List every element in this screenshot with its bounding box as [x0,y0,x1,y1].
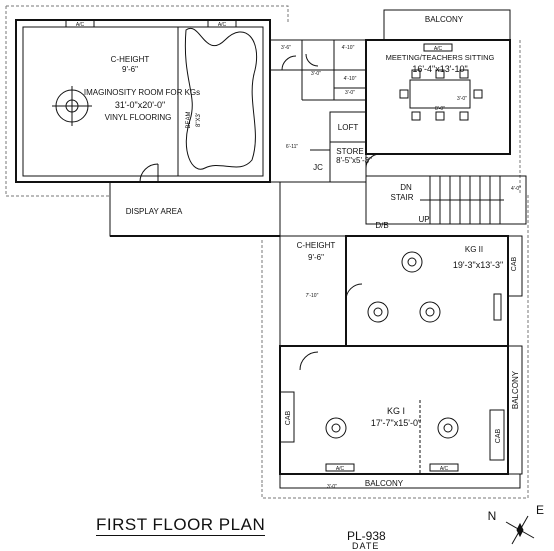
dim-5: 3'-0" [345,90,355,96]
db-label: D/B [375,221,388,230]
jc-label: JC [313,163,323,172]
chair-3 [459,69,469,79]
ac-unit-meeting [423,43,453,52]
dashed-site-boundary [5,5,529,499]
ac-unit-kg1-left [325,463,355,472]
chair-6 [459,111,469,121]
amoeba-partition [184,27,257,170]
chair-7 [399,89,409,99]
kg1-name: KG I [387,406,405,416]
beam-label: BEAM [186,111,192,128]
ac-label-4: A/C [336,466,345,472]
ac-unit-top-right [207,19,237,28]
imaginosity-name: IMAGINOSITY ROOM FOR KGs [84,88,200,97]
meeting-name: MEETING/TEACHERS SITTING [386,53,495,62]
stair-treads [420,176,504,224]
stair-up: UP [418,215,429,224]
kg1-tables [325,417,459,439]
imaginosity-room-inner [22,26,264,177]
plan-code-partial: DATE [352,541,380,551]
ac-unit-top-left [65,19,95,28]
kg1-cab-left [279,391,295,443]
dim-11: 3'-0" [327,484,337,490]
kg1-cab-right-label: CAB [495,428,502,443]
chair-2 [435,69,445,79]
display-area-label: DISPLAY AREA [126,207,183,216]
chair-1 [411,69,421,79]
balcony-top-label: BALCONY [425,15,464,24]
kg2-room-outline [345,235,509,347]
door-arc-wc [281,55,297,71]
balcony-top-outline [383,9,511,41]
ac-label-1: A/C [76,22,85,28]
corridor-height-value: 9'-6" [308,253,324,262]
kg2-name: KG II [465,245,483,254]
kg2-tables [367,251,441,323]
kg1-cab-left-label: CAB [285,410,292,425]
dim-10: 7'-10" [306,293,319,299]
ac-label-2: A/C [218,22,227,28]
beam-size: 8"X3' [196,113,202,127]
ac-label-5: A/C [440,466,449,472]
door-arc-imaginosity [139,163,159,183]
imaginosity-height-label: C-HEIGHT [111,55,150,64]
dim-6: 3'-0" [457,96,467,102]
imaginosity-height-value: 9'-6" [122,65,138,74]
ac-label-3: A/C [434,46,443,52]
imaginosity-size: 31'-0"x20'-0" [115,100,165,110]
loft-label: LOFT [338,123,359,132]
dim-2: 3'-0" [311,71,321,77]
corridor-height-label: C-HEIGHT [297,241,336,250]
balcony-bottom-label: BALCONY [365,479,404,488]
balcony-bottom-outline [279,473,521,489]
kg2-cab-label: CAB [511,256,518,271]
dim-9: 4'-0" [511,186,521,192]
door-arc-kg1 [299,351,319,371]
dim-4: 4'-10" [344,76,357,82]
imaginosity-flooring: VINYL FLOORING [105,113,172,122]
chair-8 [473,89,483,99]
dim-8: 6'-11" [286,144,299,150]
dim-3: 4'-10" [342,45,355,51]
balcony-right-label: BALCONY [511,370,520,409]
door-arc-wc2 [305,53,319,67]
ac-unit-kg2 [493,293,502,321]
kg2-cab [507,235,523,297]
store-size: 8'-5"x5'-3" [336,156,372,165]
door-arc-meeting [365,153,381,169]
kg1-cab-right [489,409,505,461]
dim-7: 8'-0" [435,106,445,112]
dim-1: 3'-6" [281,45,291,51]
plan-title: FIRST FLOOR PLAN [96,515,266,536]
store-outline [329,141,367,183]
ac-unit-kg1-right [429,463,459,472]
stair-dn: DN [400,183,412,192]
chair-4 [411,111,421,121]
chair-5 [435,111,445,121]
meeting-size: 16'-4"x13'-10" [412,64,467,74]
kg1-size: 17'-7"x15'-0" [371,418,421,428]
stair-outline [365,175,527,225]
stair-label: STAIR [391,193,414,202]
compass-icon [505,515,535,545]
store-name: STORE [336,147,363,156]
compass-n: N [488,509,497,523]
meeting-table [409,79,471,109]
door-arc-kg2 [345,283,363,301]
kg2-size: 19'-3"x13'-3" [453,260,503,270]
compass-e: E [536,503,544,517]
plan-code: PL-938 [347,529,386,543]
